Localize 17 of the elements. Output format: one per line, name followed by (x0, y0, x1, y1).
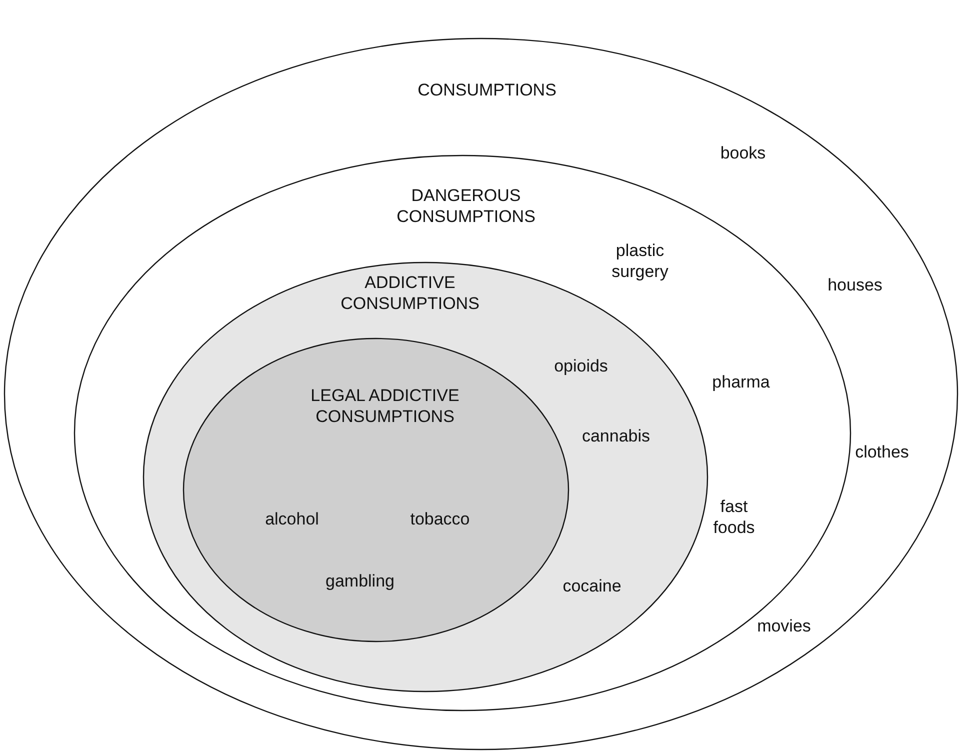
item-label: alcohol (264, 508, 320, 530)
item-label: gambling (324, 570, 396, 592)
item-label: houses (826, 274, 884, 296)
item-label: cocaine (562, 576, 622, 596)
region-heading: CONSUMPTIONS (416, 80, 558, 100)
item-label: cannabis (580, 426, 652, 446)
item-label: movies (756, 616, 812, 636)
item-label: fast foods (712, 496, 756, 538)
region-heading: DANGEROUS CONSUMPTIONS (396, 185, 536, 227)
item-label: pharma (711, 372, 771, 392)
item-label: tobacco (409, 508, 471, 530)
item-label: books (719, 142, 767, 164)
region-heading: LEGAL ADDICTIVE CONSUMPTIONS (310, 385, 460, 427)
item-label: plastic surgery (610, 240, 670, 282)
item-label: clothes (854, 442, 910, 462)
region-heading: ADDICTIVE CONSUMPTIONS (340, 272, 480, 314)
item-label: opioids (553, 356, 609, 376)
